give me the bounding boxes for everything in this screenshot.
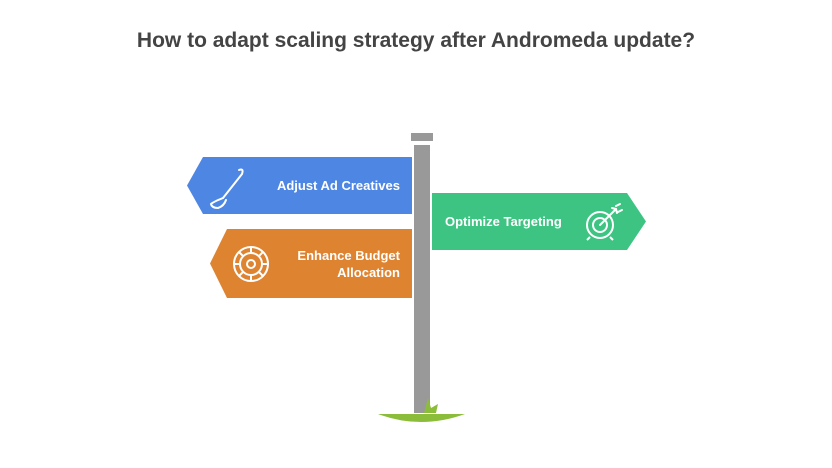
sign-label: Adjust Ad Creatives (276, 178, 400, 193)
pole (414, 145, 430, 413)
grass-mound (378, 414, 465, 422)
sign-enhance-budget-allocation (210, 229, 412, 298)
grass-tuft (424, 398, 438, 413)
sign-label: Enhance Budget Allocation (297, 248, 400, 280)
diagram-title: How to adapt scaling strategy after Andr… (136, 29, 696, 52)
paintbrush-icon (209, 168, 244, 210)
pole-cap (411, 133, 433, 141)
target-icon (586, 203, 623, 241)
sign-label: Optimize Targeting (445, 214, 562, 229)
dial-icon (233, 246, 269, 282)
